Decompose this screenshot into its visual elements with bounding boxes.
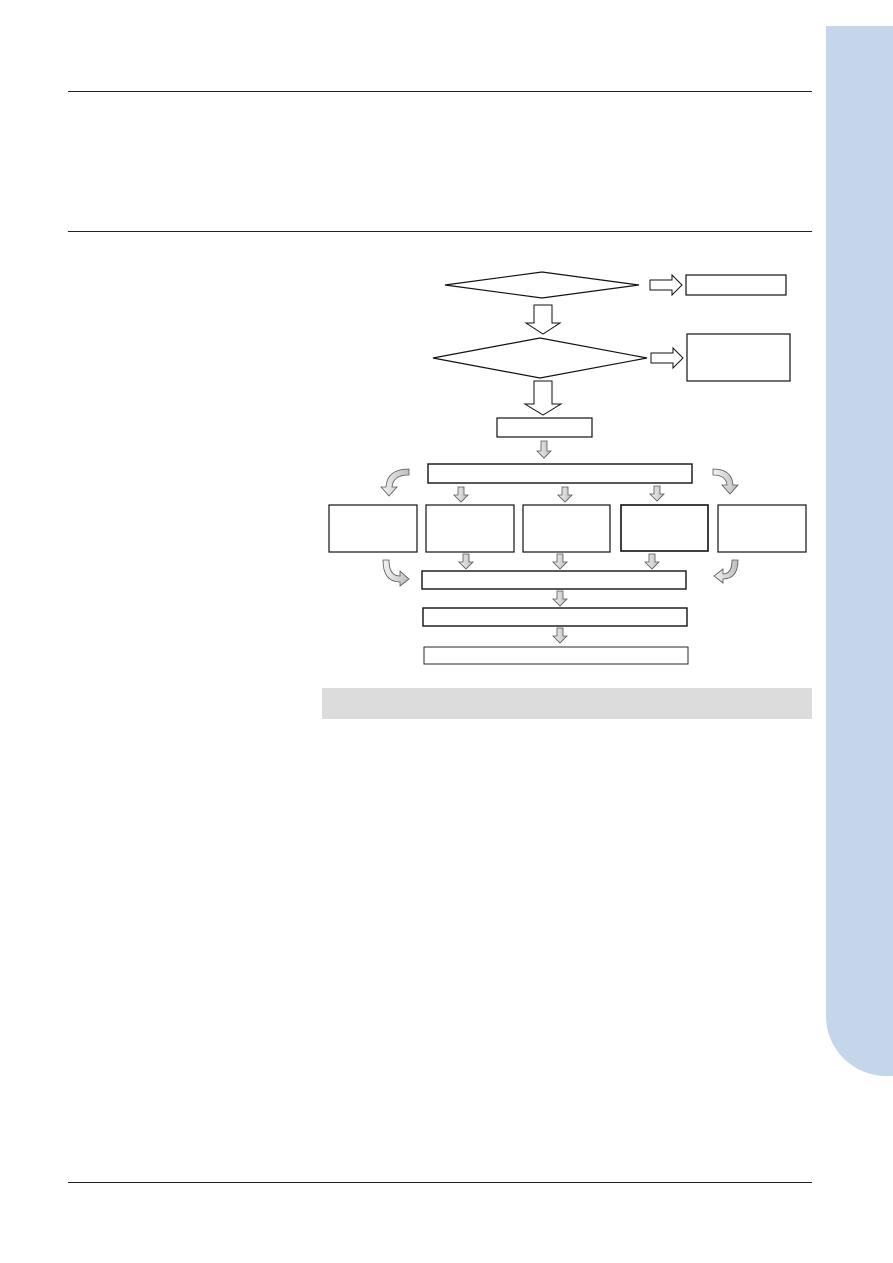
small-arrow-branch-2 bbox=[453, 486, 469, 503]
step-1-box bbox=[496, 417, 593, 438]
flowchart bbox=[320, 265, 820, 675]
small-arrow-merge-2 bbox=[458, 553, 474, 570]
curved-arrow-left-top bbox=[380, 468, 410, 497]
step-2-box bbox=[427, 463, 693, 484]
footer-rule bbox=[68, 1182, 812, 1183]
small-arrow-branch-4 bbox=[649, 485, 665, 502]
decision-1-result-box bbox=[685, 274, 787, 296]
small-arrow-1 bbox=[536, 440, 552, 459]
flowchart-canvas bbox=[328, 271, 807, 665]
decision-2-result-box bbox=[686, 333, 791, 382]
small-arrow-4 bbox=[552, 627, 568, 644]
branch-box-3 bbox=[522, 504, 611, 553]
branch-box-5 bbox=[717, 504, 807, 553]
branch-box-4 bbox=[620, 504, 709, 552]
branch-box-1 bbox=[328, 504, 418, 553]
small-arrow-merge-4 bbox=[644, 553, 660, 570]
step-3-box bbox=[421, 570, 687, 590]
side-tab bbox=[826, 26, 893, 1076]
curved-arrow-right-bottom bbox=[713, 559, 739, 584]
decision-2-yes-arrow bbox=[650, 346, 684, 370]
decision-2-diamond bbox=[432, 337, 648, 379]
small-arrow-3 bbox=[552, 590, 568, 607]
branch-box-2 bbox=[425, 504, 515, 553]
header-rule-bottom bbox=[68, 231, 812, 232]
curved-arrow-left-bottom bbox=[382, 559, 410, 587]
small-arrow-merge-3 bbox=[552, 553, 568, 570]
header-rule-top bbox=[68, 91, 812, 92]
down-arrow-large-2 bbox=[523, 380, 563, 416]
small-arrow-branch-3 bbox=[557, 486, 573, 503]
step-4-box bbox=[422, 607, 688, 627]
caption-bar bbox=[322, 688, 812, 719]
step-5-box bbox=[423, 646, 689, 665]
curved-arrow-right-top bbox=[712, 468, 739, 495]
decision-1-yes-arrow bbox=[649, 273, 683, 297]
decision-1-diamond bbox=[444, 271, 640, 299]
down-arrow-large-1 bbox=[524, 304, 562, 335]
